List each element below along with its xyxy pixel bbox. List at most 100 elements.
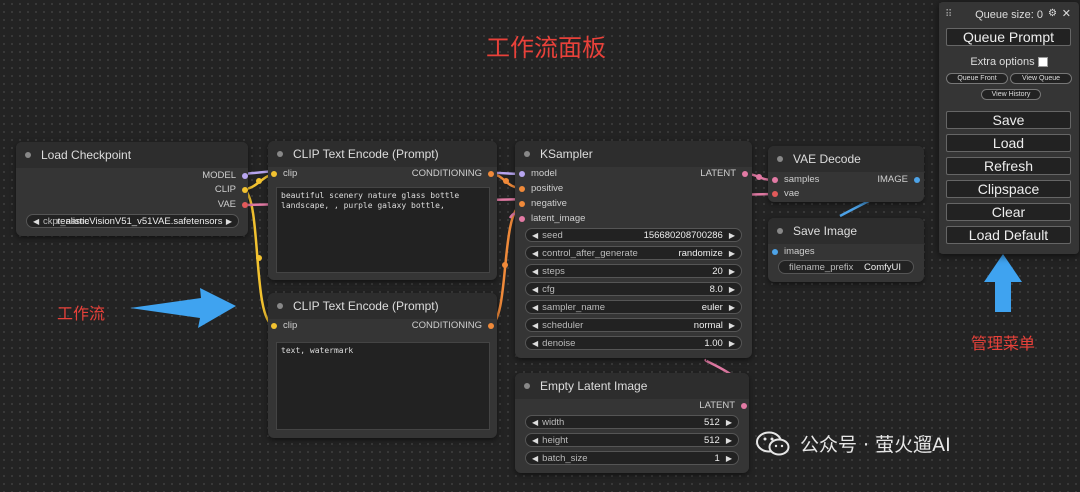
arrow-left-icon[interactable]: ◀ [532,338,539,348]
node-header[interactable]: Save Image [768,218,924,244]
collapse-dot-icon[interactable] [524,383,530,389]
slot-dot-icon[interactable] [242,187,248,193]
refresh-button[interactable]: Refresh [946,157,1071,175]
input-vae[interactable]: vae [772,187,799,201]
collapse-dot-icon[interactable] [277,303,283,309]
clipspace-button[interactable]: Clipspace [946,180,1071,198]
arrow-left-icon[interactable]: ◀ [532,284,539,294]
slot-dot-icon[interactable] [242,202,248,208]
slot-dot-icon[interactable] [742,171,748,177]
output-image[interactable]: IMAGE [877,173,920,187]
input-positive[interactable]: positive [519,182,563,196]
node-ksampler[interactable]: KSampler model positive negative latent_… [515,141,752,358]
arrow-left-icon[interactable]: ◀ [532,417,539,427]
node-clip-text-encode-negative[interactable]: CLIP Text Encode (Prompt) clip CONDITION… [268,293,497,438]
input-clip[interactable]: clip [271,319,297,333]
arrow-right-icon[interactable]: ▶ [728,230,735,240]
arrow-left-icon[interactable]: ◀ [532,266,539,276]
arrow-right-icon[interactable]: ▶ [728,338,735,348]
output-conditioning[interactable]: CONDITIONING [412,319,494,333]
arrow-right-icon[interactable]: ▶ [225,216,232,226]
slot-dot-icon[interactable] [772,177,778,183]
queue-prompt-button[interactable]: Queue Prompt [946,28,1071,46]
arrow-right-icon[interactable]: ▶ [725,435,732,445]
input-model[interactable]: model [519,167,557,181]
slot-dot-icon[interactable] [488,323,494,329]
node-header[interactable]: KSampler [515,141,752,167]
output-conditioning[interactable]: CONDITIONING [412,167,494,181]
output-vae[interactable]: VAE [218,198,248,212]
queue-menu-panel[interactable]: ⠿ Queue size: 0 ⚙ ✕ Queue Prompt Extra o… [939,2,1079,254]
collapse-dot-icon[interactable] [25,152,31,158]
slot-dot-icon[interactable] [741,403,747,409]
output-latent[interactable]: LATENT [700,167,748,181]
ckpt-name-widget[interactable]: ◀ ckpt_name realisticVisionV51_v51VAE.sa… [26,214,239,228]
arrow-right-icon[interactable]: ▶ [728,248,735,258]
extra-options-checkbox[interactable] [1037,57,1048,68]
node-header[interactable]: Load Checkpoint [16,142,248,168]
slot-dot-icon[interactable] [488,171,494,177]
arrow-right-icon[interactable]: ▶ [725,417,732,427]
save-button[interactable]: Save [946,111,1071,129]
arrow-left-icon[interactable]: ◀ [33,216,40,226]
slot-dot-icon[interactable] [271,323,277,329]
slot-dot-icon[interactable] [242,173,248,179]
arrow-left-icon[interactable]: ◀ [532,320,539,330]
view-queue-button[interactable]: View Queue [1010,73,1072,84]
arrow-left-icon[interactable]: ◀ [532,230,539,240]
drag-grip-icon[interactable]: ⠿ [945,9,954,20]
node-header[interactable]: Empty Latent Image [515,373,749,399]
collapse-dot-icon[interactable] [277,151,283,157]
prompt-textarea[interactable]: beautiful scenery nature glass bottle la… [276,187,490,273]
prompt-textarea[interactable]: text, watermark [276,342,490,430]
node-load-checkpoint[interactable]: Load Checkpoint MODEL CLIP VAE ◀ ckpt_na… [16,142,248,236]
slot-dot-icon[interactable] [271,171,277,177]
input-negative[interactable]: negative [519,197,567,211]
input-images[interactable]: images [772,245,815,259]
extra-options-row[interactable]: Extra options [939,56,1079,68]
queue-front-button[interactable]: Queue Front [946,73,1008,84]
node-header[interactable]: CLIP Text Encode (Prompt) [268,293,497,319]
slot-dot-icon[interactable] [772,249,778,255]
arrow-left-icon[interactable]: ◀ [532,453,539,463]
arrow-right-icon[interactable]: ▶ [728,284,735,294]
close-icon[interactable]: ✕ [1061,8,1071,20]
input-clip[interactable]: clip [271,167,297,181]
node-header[interactable]: CLIP Text Encode (Prompt) [268,141,497,167]
arrow-left-icon[interactable]: ◀ [532,435,539,445]
arrow-right-icon[interactable]: ▶ [728,266,735,276]
gear-icon[interactable]: ⚙ [1048,8,1057,19]
arrow-right-icon[interactable]: ▶ [725,453,732,463]
arrow-right-icon[interactable]: ▶ [728,302,735,312]
input-latent-image[interactable]: latent_image [519,212,585,226]
slot-dot-icon[interactable] [519,201,525,207]
output-latent[interactable]: LATENT [699,399,747,413]
output-model[interactable]: MODEL [202,169,248,183]
slot-dot-icon[interactable] [519,186,525,192]
slot-dot-icon[interactable] [519,216,525,222]
input-samples[interactable]: samples [772,173,819,187]
collapse-dot-icon[interactable] [777,228,783,234]
node-clip-text-encode-positive[interactable]: CLIP Text Encode (Prompt) clip CONDITION… [268,141,497,280]
slot-dot-icon[interactable] [772,191,778,197]
load-button[interactable]: Load [946,134,1071,152]
node-vae-decode[interactable]: VAE Decode samples vae IMAGE [768,146,924,202]
arrow-left-icon[interactable]: ◀ [532,302,539,312]
slot-dot-icon[interactable] [914,177,920,183]
clear-button[interactable]: Clear [946,203,1071,221]
arrow-right-icon[interactable]: ▶ [728,320,735,330]
